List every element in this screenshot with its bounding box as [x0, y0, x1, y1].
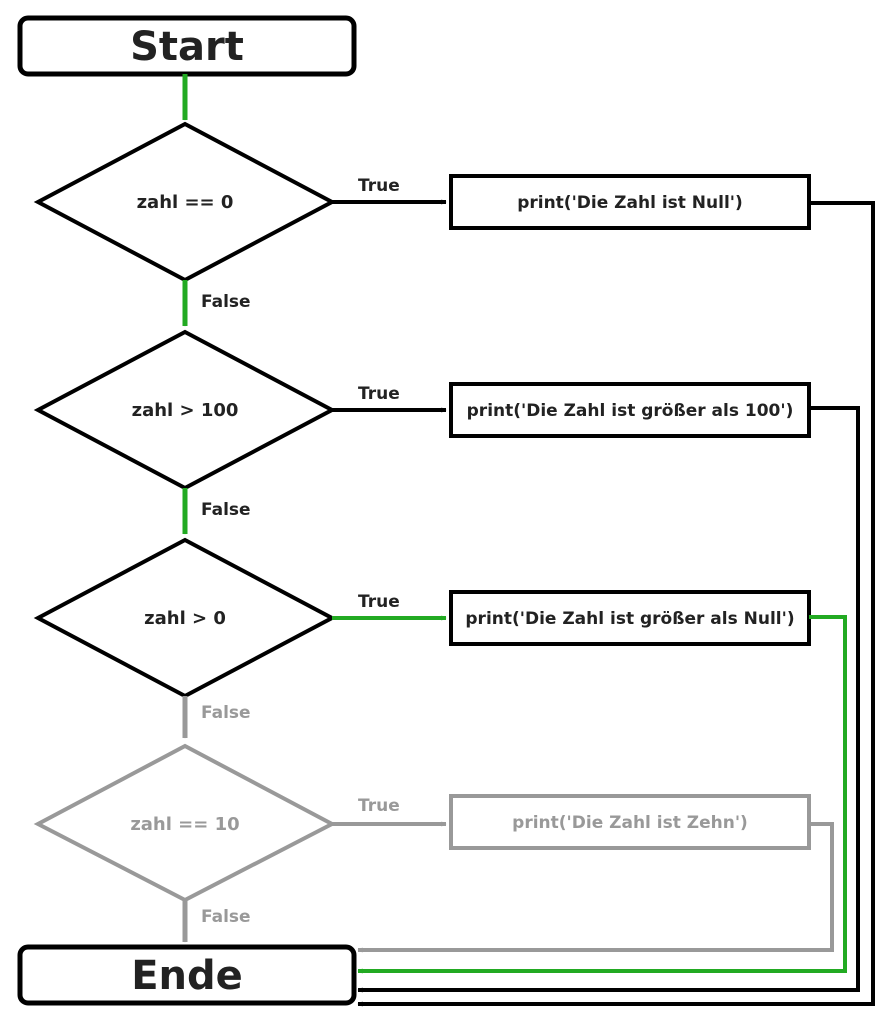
- decision-3-true-label: True: [358, 592, 400, 612]
- decision-1-false-label: False: [201, 292, 251, 312]
- decision-3-false-label: False: [201, 703, 251, 723]
- decision-2-condition: zahl > 100: [132, 400, 239, 421]
- return-path-action-4: [357, 822, 834, 953]
- action-4-box: [449, 794, 811, 850]
- decision-1-condition: zahl == 0: [137, 192, 234, 213]
- decision-4-false-label: False: [201, 907, 251, 927]
- decision-4-true-label: True: [358, 796, 400, 816]
- decision-3-condition: zahl > 0: [144, 608, 226, 629]
- end-label: Ende: [131, 953, 243, 999]
- decision-2-false-label: False: [201, 500, 251, 520]
- end-node: [17, 944, 357, 1006]
- action-3-text: print('Die Zahl ist größer als Null'): [465, 609, 794, 629]
- decision-1-true-label: True: [358, 176, 400, 196]
- return-path-action-2: [357, 406, 860, 993]
- action-4-text: print('Die Zahl ist Zehn'): [512, 813, 748, 833]
- return-path-action-3: [357, 615, 847, 974]
- action-1-text: print('Die Zahl ist Null'): [517, 193, 743, 213]
- action-3-box: [449, 590, 811, 646]
- decision-2-true-label: True: [358, 384, 400, 404]
- action-2-text: print('Die Zahl ist größer als 100'): [467, 401, 794, 421]
- decision-4-condition: zahl == 10: [130, 814, 239, 835]
- return-path-action-1: [357, 201, 875, 1007]
- start-label: Start: [130, 24, 244, 70]
